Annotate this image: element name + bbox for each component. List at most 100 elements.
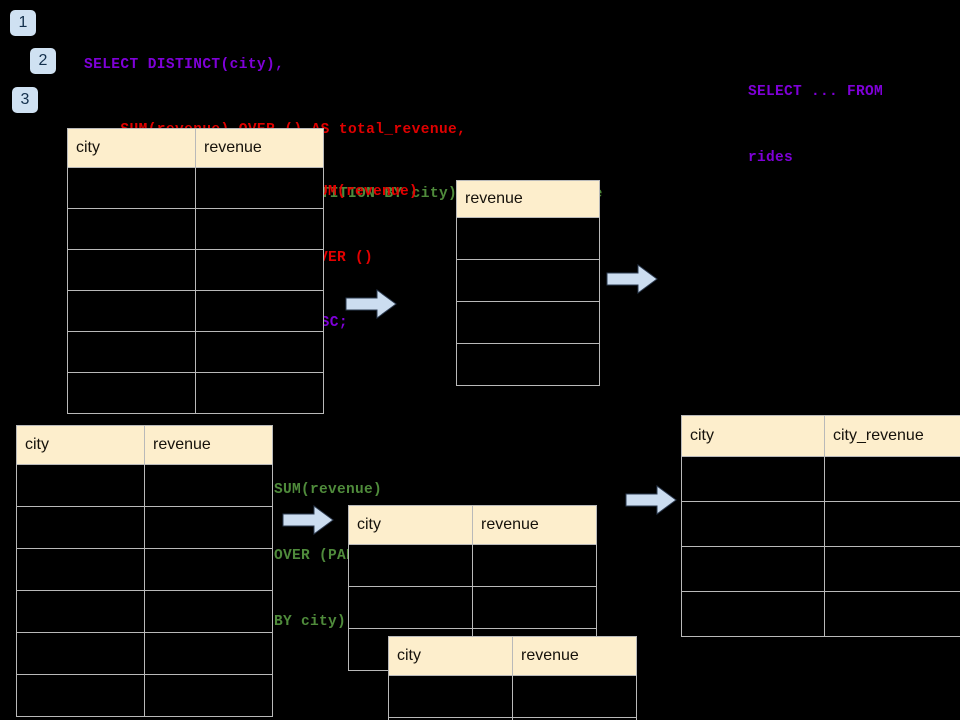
- cell-city: [681, 546, 825, 592]
- rides-table-bottom: city revenue: [16, 425, 273, 717]
- table-row: [16, 632, 273, 675]
- cell-city: [16, 506, 145, 549]
- cell-city: [348, 544, 473, 587]
- column-header-city: city: [681, 415, 825, 457]
- table-header-row: city revenue: [67, 128, 324, 168]
- cell-city: [16, 548, 145, 591]
- cell-city: [67, 331, 196, 373]
- table-row: [67, 331, 324, 373]
- table-row: [456, 217, 600, 260]
- table-row: [681, 591, 960, 637]
- cell-city-revenue: [824, 456, 960, 502]
- cell-revenue: [144, 548, 273, 591]
- column-header-city: city: [16, 425, 145, 465]
- cell-revenue: [144, 464, 273, 507]
- cell-city: [67, 208, 196, 250]
- table-row: [67, 372, 324, 414]
- cell-city: [16, 590, 145, 633]
- annotation-sum-over-empty-line1: SUM(revenue): [310, 184, 419, 200]
- cell-revenue: [456, 343, 600, 386]
- column-header-city: city: [348, 505, 473, 545]
- cell-revenue: [144, 590, 273, 633]
- cell-revenue: [144, 632, 273, 675]
- arrow-partition-to-city-revenue: [625, 485, 677, 515]
- annotation-select-from-rides-line2: rides: [748, 150, 794, 166]
- annotation-sum-over-partition-line3: BY city): [274, 614, 347, 630]
- cell-revenue: [472, 544, 597, 587]
- step-badge-1: 1: [10, 10, 36, 36]
- table-header-row: city revenue: [348, 505, 597, 545]
- table-row: [681, 546, 960, 592]
- annotation-sum-over-empty-line2: OVER (): [310, 250, 374, 266]
- table-row: [348, 544, 597, 587]
- cell-city-revenue: [824, 546, 960, 592]
- column-header-city: city: [388, 636, 513, 676]
- cell-city: [67, 372, 196, 414]
- column-header-city-revenue: city_revenue: [824, 415, 960, 457]
- cell-revenue: [144, 674, 273, 717]
- cell-revenue: [472, 586, 597, 629]
- cell-revenue: [195, 331, 324, 373]
- cell-revenue: [456, 217, 600, 260]
- cell-revenue: [456, 259, 600, 302]
- cell-city: [681, 501, 825, 547]
- cell-revenue: [456, 301, 600, 344]
- sql-line-1: SELECT DISTINCT(city),: [84, 57, 285, 73]
- cell-revenue: [195, 208, 324, 250]
- cell-city: [67, 167, 196, 209]
- column-header-revenue: revenue: [472, 505, 597, 545]
- column-header-city: city: [67, 128, 196, 168]
- cell-city-revenue: [824, 501, 960, 547]
- cell-city-revenue: [824, 591, 960, 637]
- table-header-row: city city_revenue: [681, 415, 960, 457]
- arrow-rides-to-partition: [282, 505, 334, 535]
- cell-city: [681, 456, 825, 502]
- table-row: [16, 590, 273, 633]
- table-row: [681, 501, 960, 547]
- partition-table-front: city revenue: [388, 636, 637, 720]
- table-row: [67, 167, 324, 209]
- rides-table-top: city revenue: [67, 128, 324, 414]
- column-header-revenue: revenue: [144, 425, 273, 465]
- cell-revenue: [195, 372, 324, 414]
- cell-revenue: [144, 506, 273, 549]
- table-row: [456, 259, 600, 302]
- annotation-sum-over-partition-line1: SUM(revenue): [274, 482, 383, 498]
- table-row: [67, 290, 324, 332]
- cell-revenue: [512, 717, 637, 720]
- table-row: [456, 343, 600, 386]
- table-row: [16, 674, 273, 717]
- cell-city: [348, 586, 473, 629]
- cell-city: [16, 674, 145, 717]
- table-row: [348, 586, 597, 629]
- table-row: [67, 208, 324, 250]
- table-row: [456, 301, 600, 344]
- annotation-select-from-rides-line1: SELECT ... FROM: [748, 84, 884, 100]
- table-row: [681, 456, 960, 502]
- table-row: [388, 717, 637, 720]
- table-header-row: city revenue: [16, 425, 273, 465]
- cell-revenue: [512, 675, 637, 718]
- table-header-row: city revenue: [388, 636, 637, 676]
- table-row: [388, 675, 637, 718]
- total-revenue-table: revenue: [456, 180, 600, 386]
- cell-city: [16, 464, 145, 507]
- table-row: [16, 464, 273, 507]
- table-header-row: revenue: [456, 180, 600, 218]
- column-header-revenue: revenue: [512, 636, 637, 676]
- cell-revenue: [195, 290, 324, 332]
- annotation-sum-over-empty: SUM(revenue) OVER (): [310, 137, 418, 313]
- cell-city: [681, 591, 825, 637]
- cell-revenue: [195, 249, 324, 291]
- cell-city: [388, 675, 513, 718]
- table-row: [67, 249, 324, 291]
- step-badge-2: 2: [30, 48, 56, 74]
- cell-revenue: [195, 167, 324, 209]
- cell-city: [67, 290, 196, 332]
- column-header-revenue: revenue: [195, 128, 324, 168]
- arrow-rides-to-total-revenue: [345, 289, 397, 319]
- column-header-revenue: revenue: [456, 180, 600, 218]
- arrow-total-revenue-to-result: [606, 264, 658, 294]
- city-revenue-table: city city_revenue: [681, 415, 960, 637]
